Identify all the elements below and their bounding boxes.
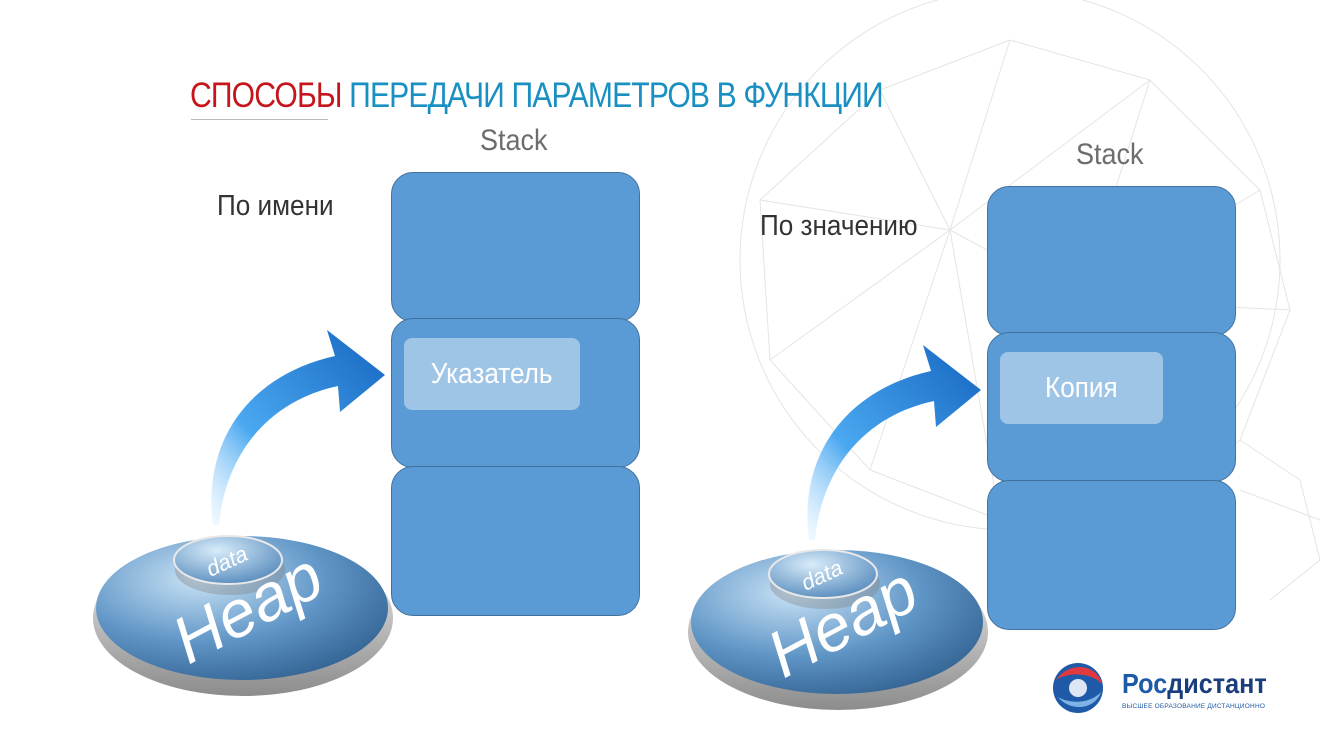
rosdistant-logo-icon xyxy=(1053,663,1103,713)
pointer-chip: Указатель xyxy=(404,338,580,410)
heap-disk-right xyxy=(688,549,988,710)
stack-block-left-top xyxy=(391,172,640,322)
stack-block-right-top xyxy=(987,186,1236,336)
pointer-chip-label: Указатель xyxy=(431,357,553,390)
stack-block-right-bottom xyxy=(987,480,1236,630)
page-title: СПОСОБЫ ПЕРЕДАЧИ ПАРАМЕТРОВ В ФУНКЦИИ xyxy=(190,76,884,116)
stack-block-left-bottom xyxy=(391,466,640,616)
arrow-right xyxy=(807,345,981,540)
mode-label-by-name: По имени xyxy=(217,190,334,222)
copy-chip-label: Копия xyxy=(1045,371,1118,404)
logo-name-part1: Рос xyxy=(1122,668,1168,699)
logo-name-part2: дистант xyxy=(1167,668,1267,699)
stack-block-left-middle xyxy=(391,318,640,468)
mode-label-by-value: По значению xyxy=(760,210,918,242)
heap-disk-left xyxy=(93,535,393,696)
title-underline xyxy=(191,119,328,120)
logo-tagline: ВЫСШЕЕ ОБРАЗОВАНИЕ ДИСТАНЦИОННО xyxy=(1122,703,1266,710)
stack-label-right: Stack xyxy=(1076,138,1144,171)
title-highlight: СПОСОБЫ xyxy=(190,76,343,115)
logo-name: Росдистант xyxy=(1122,668,1267,700)
stack-block-right-middle xyxy=(987,332,1236,482)
title-rest: ПЕРЕДАЧИ ПАРАМЕТРОВ В ФУНКЦИИ xyxy=(349,76,884,115)
arrow-left xyxy=(211,330,385,525)
stack-label-left: Stack xyxy=(480,124,548,157)
copy-chip: Копия xyxy=(1000,352,1163,424)
